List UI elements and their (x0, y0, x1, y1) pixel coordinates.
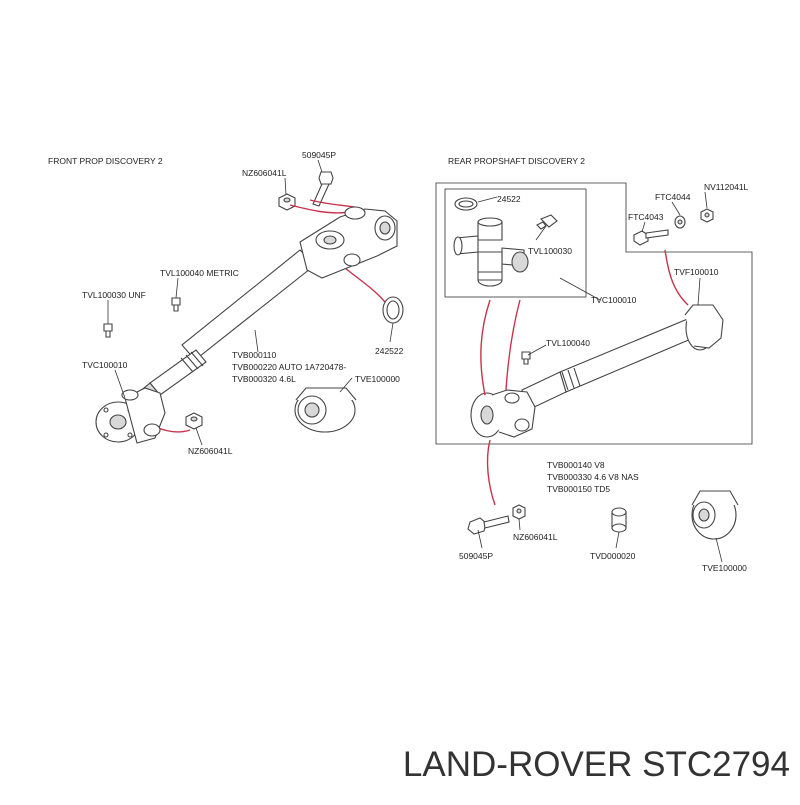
lead-front-nz-top (284, 177, 287, 196)
lead-front-tvc100010 (114, 369, 126, 399)
label-rear-tvf100010: TVF100010 (674, 267, 719, 277)
front-prop-title: FRONT PROP DISCOVERY 2 (48, 156, 163, 166)
lead-front-509045p (317, 159, 323, 173)
label-front-tvb-3: TVB000320 4.6L (232, 374, 296, 384)
lead-rear-nz (518, 518, 521, 531)
label-front-nz606041l-bottom: NZ606041L (188, 446, 233, 456)
label-front-tvb-2: TVB000220 AUTO 1A720478- (232, 362, 346, 372)
lead-rear-ftc4043 (641, 221, 646, 233)
rear-red-leader-4 (486, 439, 496, 506)
label-rear-tvb-3: TVB000150 TD5 (547, 484, 610, 494)
rear-assembly-box (435, 182, 753, 445)
rear-bolt-509045p (467, 515, 510, 535)
front-centre-bearing-tve100000 (294, 387, 357, 433)
lead-rear-ftc4044 (671, 201, 681, 216)
label-front-tvc100010: TVC100010 (82, 360, 128, 370)
label-rear-tvl100030: TVL100030 (528, 246, 572, 256)
lead-rear-24522 (477, 196, 498, 203)
rear-nut-nv112041l (700, 208, 714, 223)
label-rear-ftc4043: FTC4043 (628, 212, 664, 222)
rear-spacer-tvd000020 (611, 507, 627, 533)
lead-front-tvb (254, 329, 259, 353)
lead-rear-tve100000 (715, 537, 723, 563)
lead-rear-tvc100010 (559, 277, 601, 301)
lead-rear-tvf100010 (697, 277, 701, 306)
lead-front-nz-bottom (195, 427, 203, 446)
label-front-509045p: 509045P (302, 150, 336, 160)
label-rear-tvd000020: TVD000020 (590, 551, 636, 561)
label-front-tvl100040: TVL100040 METRIC (160, 268, 239, 278)
label-rear-tvb-1: TVB000140 V8 (547, 460, 605, 470)
front-nut-nz606041l-bottom (185, 412, 203, 430)
label-front-tve100000: TVE100000 (355, 374, 400, 384)
front-bolt-509045p (312, 171, 334, 207)
label-rear-509045p: 509045P (459, 551, 493, 561)
rear-washer-ftc4044 (674, 215, 686, 229)
lead-rear-tvd000020 (615, 531, 620, 549)
label-rear-nz606041l: NZ606041L (513, 532, 558, 542)
rear-universal-joint (453, 217, 529, 287)
lead-rear-509045p (477, 529, 483, 549)
lead-rear-tvl100030 (535, 225, 547, 241)
rear-grease-nipple-tvl100040 (521, 351, 531, 365)
rear-circlip-24522 (454, 197, 478, 211)
lead-rear-nv112041l (704, 191, 708, 209)
rear-red-leader-1 (664, 249, 689, 306)
label-rear-nv112041l: NV112041L (704, 182, 749, 192)
label-rear-tve100000: TVE100000 (702, 563, 747, 573)
rear-nut-nz606041l (512, 504, 526, 520)
label-front-242522: 242522 (375, 346, 404, 356)
rear-propshaft (470, 304, 724, 438)
front-grease-nipple-tvl100030 (103, 323, 113, 338)
label-rear-ftc4044: FTC4044 (655, 192, 691, 202)
front-grease-nipple-tvl100040 (171, 297, 181, 312)
rear-grease-nipple-tvl100030 (536, 214, 558, 230)
front-circlip-242522 (382, 296, 404, 324)
front-red-leader-1 (289, 204, 351, 214)
front-red-leader-3 (344, 267, 386, 303)
lead-front-tve100000 (339, 377, 353, 393)
rear-uj-kit-box (444, 188, 587, 298)
label-rear-24522: 24522 (497, 194, 521, 204)
label-front-tvb-1: TVB000110 (232, 350, 277, 360)
lead-front-tvl100040 (175, 277, 179, 299)
rear-red-leader-3 (505, 299, 521, 391)
rear-centre-bearing-tve100000 (691, 490, 739, 540)
front-propshaft (95, 206, 398, 444)
label-front-nz606041l-top: NZ606041L (242, 168, 287, 178)
front-nut-nz606041l-top (278, 193, 296, 211)
rear-bolt-ftc4043 (633, 229, 669, 246)
brand-title: LAND-ROVER STC2794 (403, 745, 790, 784)
lead-front-242522 (389, 322, 394, 343)
lead-rear-tvl100040 (527, 344, 547, 356)
label-rear-tvl100040: TVL100040 (546, 338, 590, 348)
label-front-tvl100030: TVL100030 UNF (82, 290, 146, 300)
label-rear-tvc100010: TVC100010 (591, 295, 637, 305)
rear-prop-title: REAR PROPSHAFT DISCOVERY 2 (448, 156, 585, 166)
rear-red-leader-2 (480, 299, 491, 396)
label-rear-tvb-2: TVB000330 4.6 V8 NAS (547, 472, 639, 482)
